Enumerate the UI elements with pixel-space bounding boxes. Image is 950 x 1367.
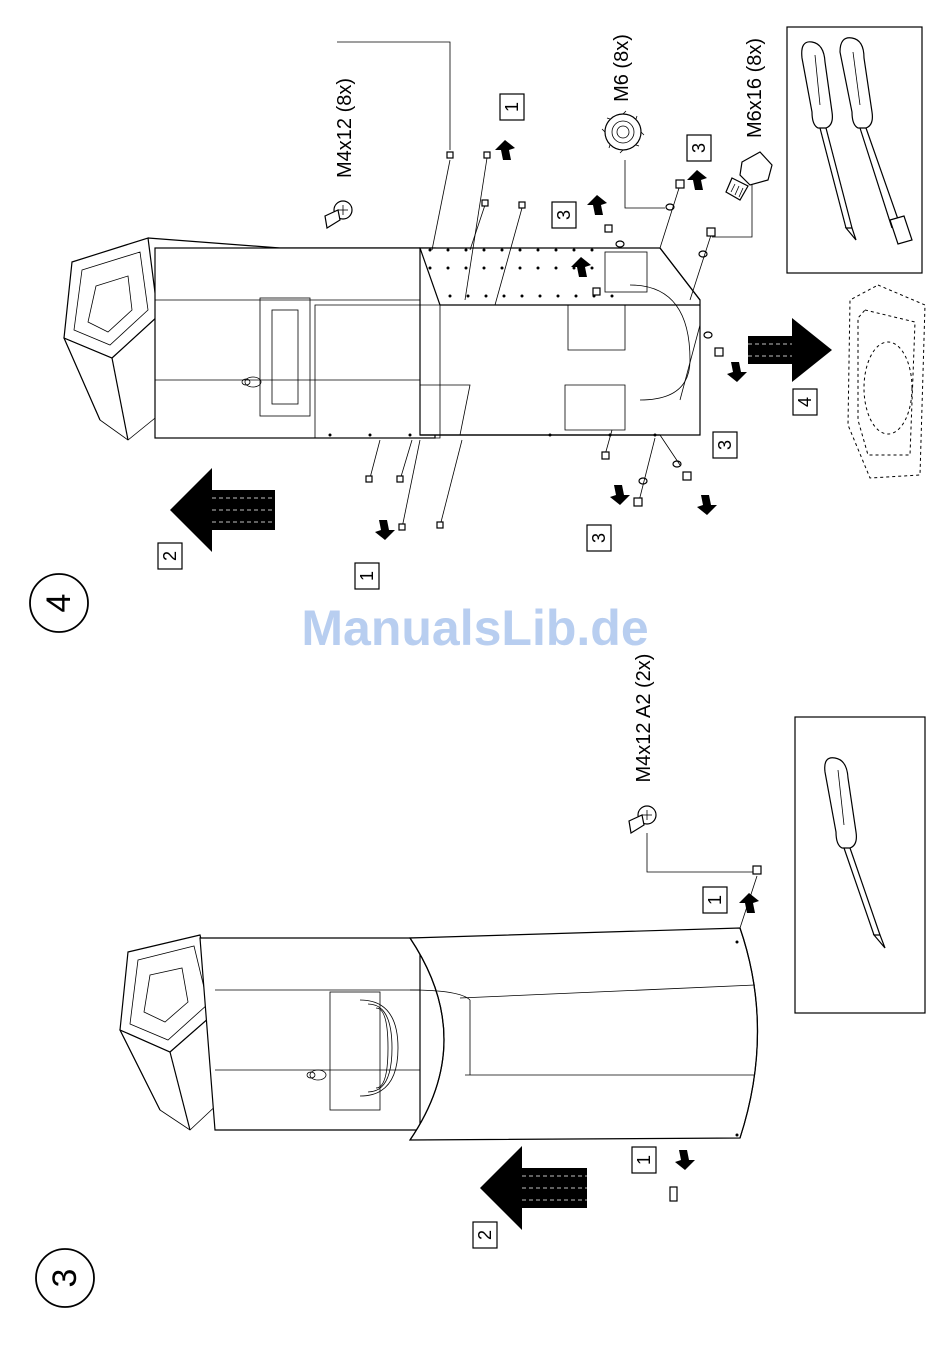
svg-text:1: 1 [705,895,725,905]
svg-text:3: 3 [589,533,609,543]
callout-2-a: 2 [158,543,182,569]
callout-3-b: 3 [687,135,711,161]
svg-text:1: 1 [634,1155,654,1165]
cylinder-cover [410,928,758,1140]
callout-3-d: 3 [587,525,611,551]
svg-text:1: 1 [357,571,377,581]
step-4-figure: 4 [30,27,925,632]
svg-text:1: 1 [502,102,522,112]
svg-text:4: 4 [795,397,815,407]
big-arrow-2-step3 [480,1146,587,1230]
hood-housing-step3 [200,938,420,1130]
label-m6x16-8x: M6x16 (8x) [744,38,766,138]
svg-text:2: 2 [160,551,180,561]
big-arrow-2-step4 [170,468,275,552]
callout-1-b: 1 [355,563,379,589]
step-4-badge: 4 [30,574,88,632]
callout-1-a: 1 [500,94,524,120]
label-m6-8x: M6 (8x) [611,34,633,102]
m4x12-screw-icon [325,201,352,228]
callout-4: 4 [793,389,817,415]
step-3-number: 3 [46,1269,84,1288]
step-3-figure: 3 [36,654,925,1307]
callout-3-c: 3 [713,432,737,458]
screw-bottom-step3 [670,1150,695,1201]
svg-text:3: 3 [715,440,735,450]
callout-1-c: 1 [703,887,727,913]
watermark: ManualsLib.de [301,600,648,656]
callout-2-b: 2 [473,1222,497,1248]
phillips-screwdriver-icon-step3 [825,758,885,948]
tools-box-step4 [787,27,922,273]
small-arrow-step3-top [739,893,759,913]
screws-m4x12-bottom [366,440,462,530]
m6x16-bolt-icon [726,152,772,200]
m4x12a2-screw-icon [629,806,656,833]
step-4-number: 4 [40,594,78,613]
hood-housing [155,248,435,438]
step-3-badge: 3 [36,1249,94,1307]
svg-text:3: 3 [554,210,574,220]
callout-3-a: 3 [552,202,576,228]
nut-driver-icon [840,38,912,244]
callout-1-d: 1 [632,1147,656,1173]
tools-box-step3 [795,717,925,1013]
dashed-flange [848,285,925,478]
svg-text:2: 2 [475,1230,495,1240]
svg-text:3: 3 [689,143,709,153]
label-m4x12-8x: M4x12 (8x) [334,78,356,178]
big-arrow-4-step4 [748,318,832,382]
m6-washer-icon [602,111,644,153]
screw-top-step3 [647,833,761,928]
label-m4x12-a2-2x: M4x12 A2 (2x) [633,654,655,783]
